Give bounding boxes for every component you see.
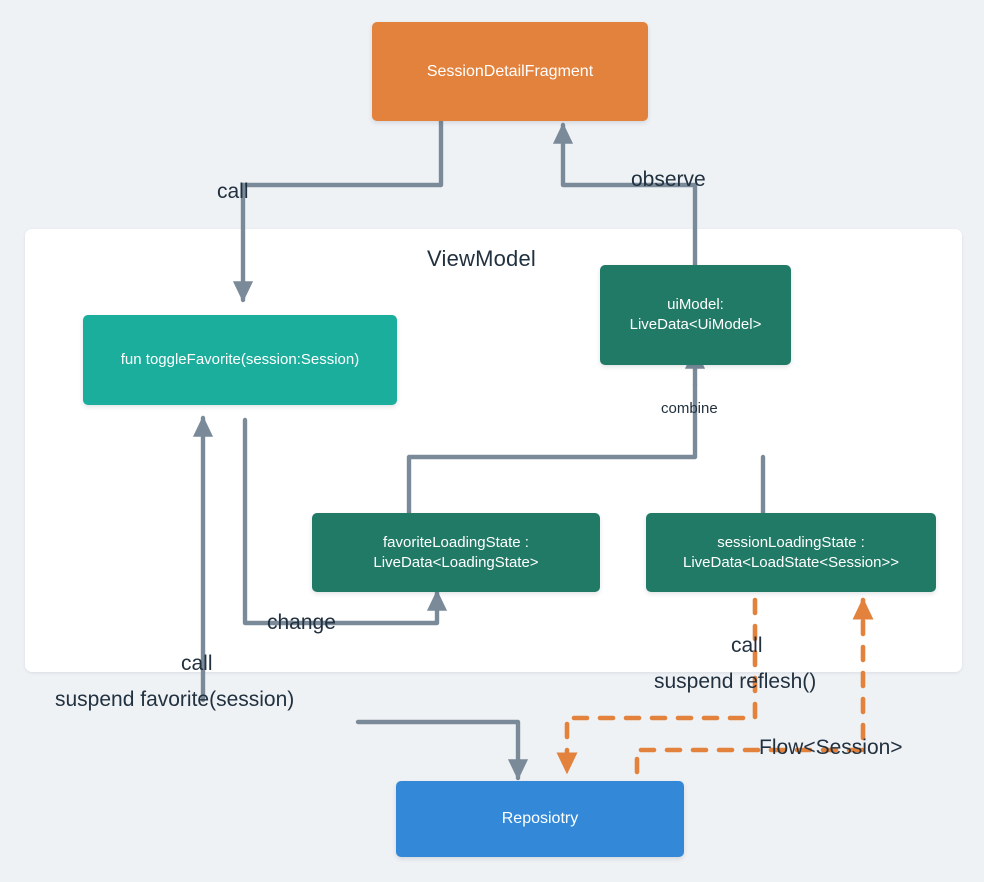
node-label-line2: LiveData<UiModel> [629,316,762,333]
edge-suspend-favorite [355,719,529,781]
edge-label-suspend-favorite: suspend favorite(session) [55,688,295,711]
viewmodel-panel [25,229,962,672]
edge-label-call-toggle: call [217,180,249,203]
edge-label-flow-session: Flow<Session> [759,736,903,759]
edge-label-suspend-refresh: suspend reflesh() [654,670,817,693]
edge-label-call-favorite: call [181,652,213,675]
viewmodel-panel-title: ViewModel [427,246,537,271]
node-label-line1: uiModel: [667,296,724,314]
node-label: SessionDetailFragment [426,62,594,80]
node-label: fun toggleFavorite(session:Session) [120,351,360,369]
node-label-line1: sessionLoadingState : [717,533,865,551]
node-repository[interactable]: Reposiotry [396,781,684,857]
node-favorite-loading-state[interactable]: favoriteLoadingState : LiveData<LoadingS… [312,513,600,592]
edge-label-change: change [267,611,336,634]
edge-label-observe: observe [631,168,706,191]
node-label-line2: LiveData<LoadingState> [373,553,539,571]
node-toggle-favorite[interactable]: fun toggleFavorite(session:Session) [83,315,397,405]
node-session-loading-state[interactable]: sessionLoadingState : LiveData<LoadState… [646,513,936,592]
node-label: favoriteLoadingState : LiveData<LoadingS… [373,533,538,573]
edge-label-combine: combine [661,400,718,417]
node-label: Reposiotry [501,810,579,828]
edge-label-call-refresh: call [731,634,763,657]
node-label: sessionLoadingState : LiveData<LoadState… [683,533,899,573]
node-label: uiModel: LiveData<UiModel> [630,295,762,335]
node-label-line2: LiveData<LoadState<Session>> [683,553,899,571]
node-session-detail-fragment[interactable]: SessionDetailFragment [372,22,648,121]
node-ui-model[interactable]: uiModel: LiveData<UiModel> [600,265,791,365]
node-label-line1: favoriteLoadingState : [383,533,529,551]
